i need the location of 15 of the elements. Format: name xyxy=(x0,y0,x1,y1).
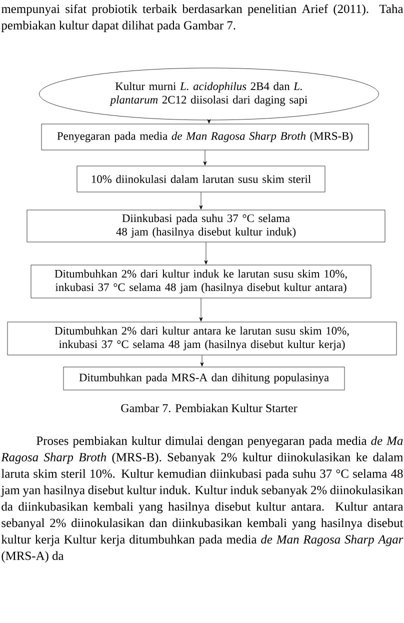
arrow xyxy=(200,355,204,366)
arrow xyxy=(199,192,203,210)
arrow xyxy=(199,298,203,322)
body-paragraph: Proses pembiakan kultur dimulai dengan penyegaran pada media de Ma Ragosa Sharp Broth (MRS-B). Sebanyak 2% kultur diinokulasikan ke dalam laruta skim steril 10%. Kultur kemudian diinkubasi pada suhu 37 °C selama 48 jam yan hasilnya disebut kultur induk. Kultur induk sebanyak 2% diinokulasikan da diinkubasikan kembali yang hasilnya disebut kultur antara. Kultur antara sebanyal 2% diinokulasikan dan diinkubasikan kembali yang hasilnya disebut kultur kerja Kultur kerja ditumbuhkan pada media de Man Ragosa Sharp Agar (MRS-A) da xyxy=(0,436,404,563)
process-box: Ditumbuhkan 2% dari kultur antara ke larutan susu skim 10%, inkubasi 37 °C selama 48 jam (hasilnya disebut kultur kerja) xyxy=(7,322,397,356)
arrow xyxy=(203,150,207,166)
process-box: Penyegaran pada media de Man Ragosa Sharp Broth (MRS-B) xyxy=(41,124,369,150)
process-box: Diinkubasi pada suhu 37 °C selama 48 jam (hasilnya disebut kultur induk) xyxy=(26,210,386,242)
body-paragraph: mempunyai sifat probiotik terbaik berdasarkan penelitian Arief (2011). Taha pembiakan kultur dapat dilihat pada Gambar 7. xyxy=(1,4,404,32)
figure-caption: Gambar 7. Pembiakan Kultur Starter xyxy=(121,404,298,412)
arrow xyxy=(207,119,211,124)
process-box: Ditumbuhkan 2% dari kultur induk ke larutan susu skim 10%, inkubasi 37 °C selama 48 jam (hasilnya disebut kultur antara) xyxy=(30,264,372,298)
process-box: Ditumbuhkan pada MRS-A dan dihitung populasinya xyxy=(63,366,345,390)
arrow xyxy=(204,242,208,264)
process-box: 10% diinokulasi dalam larutan susu skim steril xyxy=(76,166,326,192)
